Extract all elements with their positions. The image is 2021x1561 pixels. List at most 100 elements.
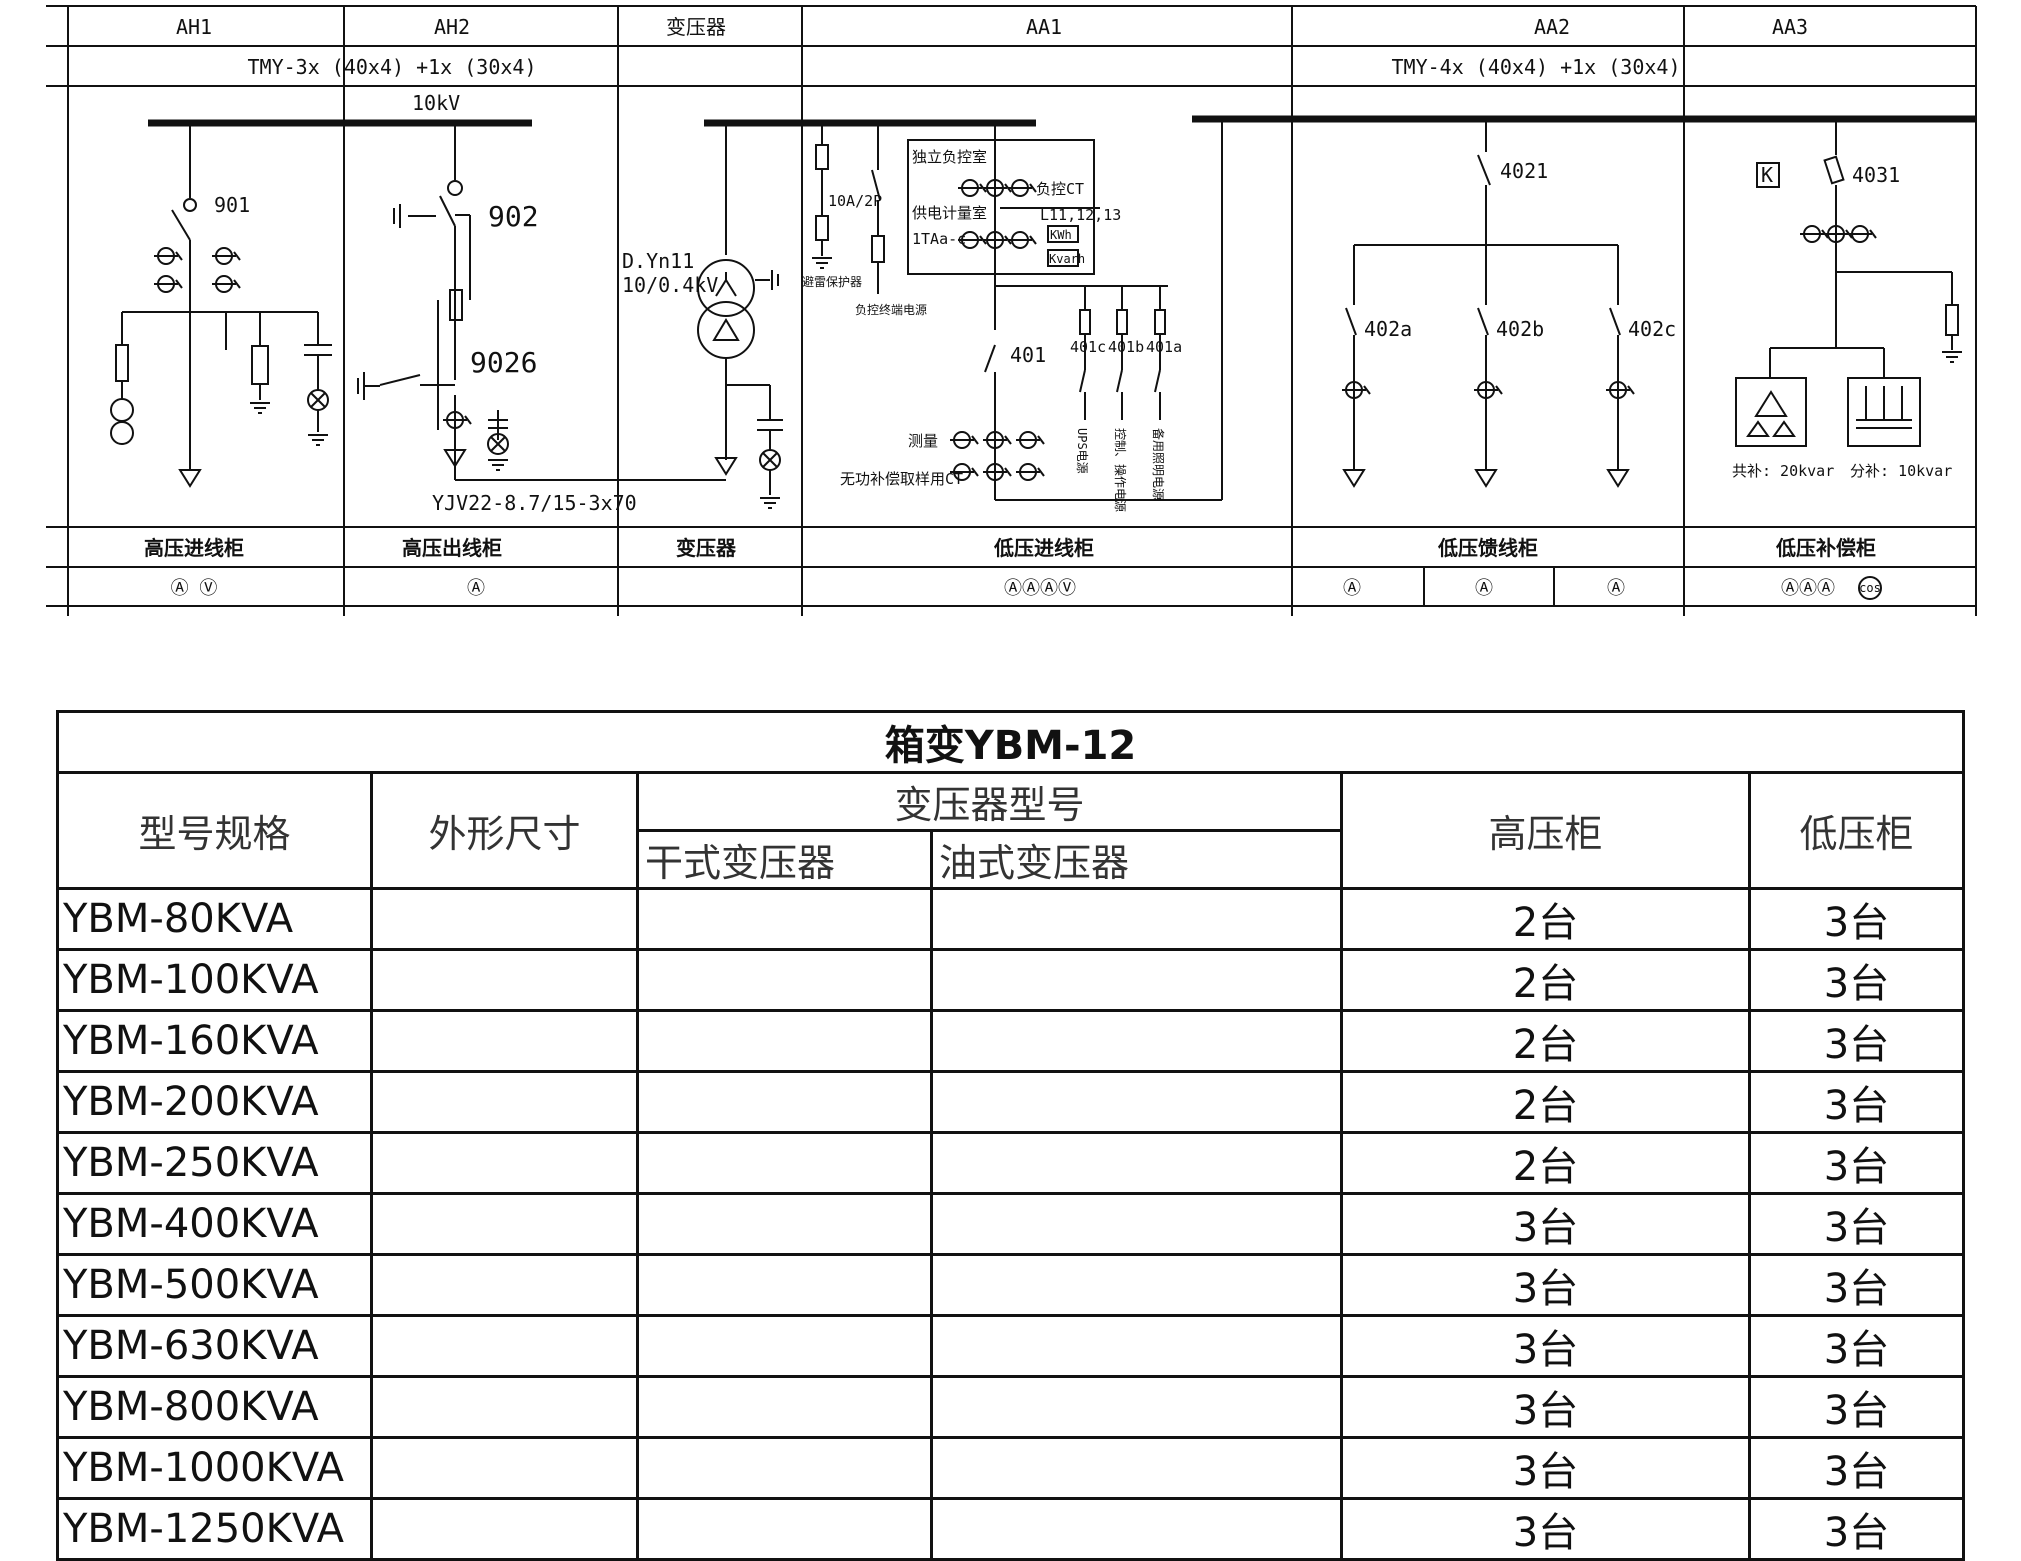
cell-size [370,1253,639,1317]
switch-901-label: 901 [214,193,250,217]
cell-model: YBM-630KVA [56,1314,373,1378]
switch-902-label: 902 [488,200,539,233]
k-switch-label: K [1761,163,1773,187]
cell-hv-count: 3台 [1340,1375,1751,1439]
cell-lv-count: 3台 [1748,948,1965,1012]
cell-model: YBM-250KVA [56,1131,373,1195]
busbars [148,115,1976,127]
col-header-model: 型号规格 [56,771,373,890]
cos-meter-symbol [1858,576,1882,600]
ups-power-label: UPS电源 [1075,428,1089,474]
ah1-incoming [115,123,332,470]
cabinet-aa3-name: 低压补偿柜 [1775,536,1876,560]
aa3-compensation [1735,119,1959,447]
cos-meter-label: cos [1859,581,1881,595]
cell-lv-count: 3台 [1748,1375,1965,1439]
cell-model: YBM-400KVA [56,1192,373,1256]
cell-size [370,1436,639,1500]
meters-aa2b: Ⓐ [1475,578,1493,599]
cabinet-transformer-name: 变压器 [676,536,737,560]
aa2-lv-feeders [1345,119,1621,470]
kvarh-meter-label: Kvarh [1049,252,1085,266]
cell-model: YBM-800KVA [56,1375,373,1439]
header-aa2: AA2 [1534,15,1570,39]
col-header-hv: 高压柜 [1340,771,1751,890]
cabinet-ah2-name: 高压出线柜 [402,536,502,560]
switch-402c-label: 402c [1628,317,1676,341]
cell-dry [636,1497,933,1561]
cell-model: YBM-200KVA [56,1070,373,1134]
cell-size [370,1131,639,1195]
cell-oil [930,1375,1343,1439]
header-ah2: AH2 [434,15,470,39]
cell-hv-count: 2台 [1340,1131,1751,1195]
cell-hv-count: 2台 [1340,948,1751,1012]
surge-protector-label: 避雷保护器 [802,275,862,289]
cell-dry [636,1253,933,1317]
header-aa3: AA3 [1772,15,1808,39]
cell-dry [636,887,933,951]
cell-oil [930,1314,1343,1378]
cell-size [370,1192,639,1256]
fuse-rating-label: 10A/2P [828,192,882,210]
transformer-ratio-label: 10/0.4kV [622,273,718,297]
busbar-spec-hv: TMY-3x (40x4) +1x (30x4) [248,55,537,79]
cell-size [370,1070,639,1134]
cell-hv-count: 3台 [1340,1253,1751,1317]
switch-402a-label: 402a [1364,317,1412,341]
cell-size [370,1314,639,1378]
cell-hv-count: 2台 [1340,1009,1751,1073]
cell-dry [636,1070,933,1134]
cell-model: YBM-100KVA [56,948,373,1012]
cell-dry [636,1314,933,1378]
cell-hv-count: 2台 [1340,1070,1751,1134]
measure-label: 测量 [908,432,938,450]
kwh-meter-label: KWh [1050,228,1072,242]
aa1-lv-incoming [815,119,1223,501]
switch-401a-label: 401a [1146,338,1182,356]
voltage-label: 10kV [412,91,460,115]
cell-oil [930,1192,1343,1256]
cell-lv-count: 3台 [1748,1314,1965,1378]
cell-model: YBM-1250KVA [56,1497,373,1561]
cell-model: YBM-160KVA [56,1009,373,1073]
header-ah1: AH1 [176,15,212,39]
cell-oil [930,1131,1343,1195]
metering-room-label: 供电计量室 [912,204,987,222]
cell-hv-count: 2台 [1340,887,1751,951]
reactive-ct-label: 无功补偿取样用CT [840,470,963,488]
meters-aa1: ⒶⒶⒶⓋ [1004,578,1076,599]
switch-402b-label: 402b [1496,317,1544,341]
cell-lv-count: 3台 [1748,1253,1965,1317]
busbar-spec-lv: TMY-4x (40x4) +1x (30x4) [1392,55,1681,79]
cell-oil [930,1253,1343,1317]
cabinet-aa1-name: 低压进线柜 [993,536,1094,560]
spec-table: 箱变YBM-12 型号规格 外形尺寸 变压器型号 高压柜 低压柜 干式变压器 油… [56,710,1965,1561]
cell-lv-count: 3台 [1748,887,1965,951]
load-control-power-label: 负控终端电源 [855,302,927,317]
spare-lighting-label: 备用照明电源 [1151,428,1165,500]
diagram-grid [46,5,1977,616]
split-compensation-label: 分补: 10kvar [1850,462,1952,480]
header-aa1: AA1 [1026,15,1062,39]
cell-oil [930,1436,1343,1500]
cell-size [370,1497,639,1561]
meters-aa3: ⒶⒶⒶ [1781,578,1835,599]
cell-oil [930,948,1343,1012]
meters-aa2a: Ⓐ [1343,578,1361,599]
cell-dry [636,1375,933,1439]
load-ct-label: 负控CT [1036,180,1084,198]
cell-dry [636,1131,933,1195]
col-header-dry: 干式变压器 [636,829,933,890]
switch-9026-label: 9026 [470,346,537,379]
cell-dry [636,948,933,1012]
